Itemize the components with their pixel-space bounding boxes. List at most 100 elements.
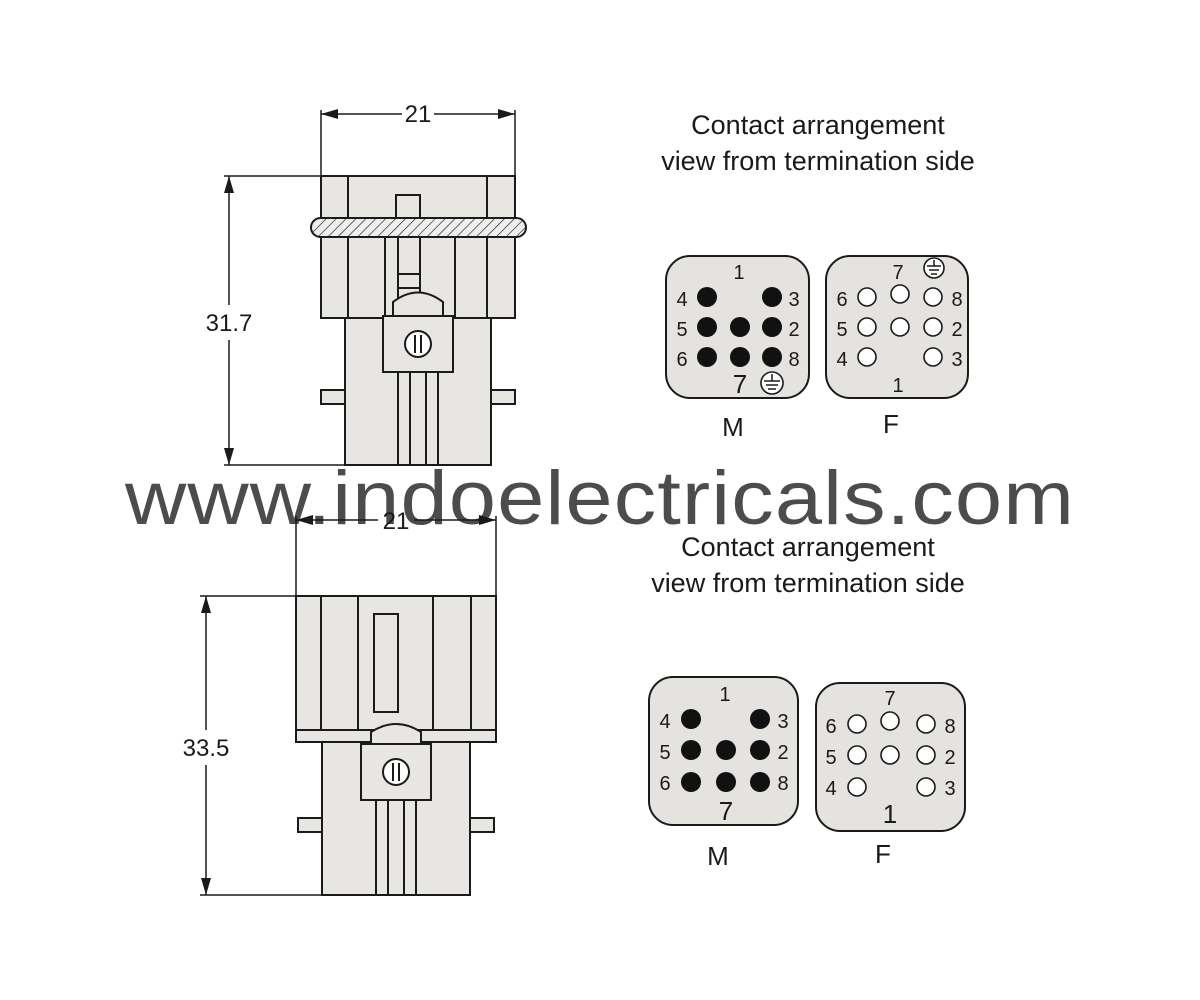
female-socket bbox=[923, 347, 943, 367]
pin-label: 8 bbox=[951, 289, 962, 311]
pin-label: 3 bbox=[777, 711, 788, 733]
male-pin bbox=[750, 709, 770, 729]
earth-ground-icon bbox=[923, 257, 945, 279]
pin-label: 1 bbox=[892, 375, 903, 397]
watermark-text: www.indoelectricals.com bbox=[124, 456, 1075, 541]
pin-label: 1 bbox=[883, 799, 897, 829]
top-female-label: F bbox=[883, 409, 899, 439]
female-socket bbox=[916, 745, 936, 765]
top-right-tab bbox=[490, 389, 516, 405]
pin-label: 6 bbox=[676, 349, 687, 371]
female-socket bbox=[857, 347, 877, 367]
top-left-tab bbox=[320, 389, 346, 405]
top-height-label: 31.7 bbox=[206, 310, 253, 337]
male-pin bbox=[697, 347, 717, 367]
female-socket bbox=[923, 287, 943, 307]
male-pin bbox=[716, 772, 736, 792]
top-height-dimension: 31.7 bbox=[206, 175, 345, 466]
female-socket bbox=[857, 287, 877, 307]
female-socket bbox=[916, 777, 936, 797]
pin-label: 2 bbox=[788, 319, 799, 341]
top-contact-arrangement: Contact arrangement view from terminatio… bbox=[661, 110, 975, 442]
top-caption-line1: Contact arrangement bbox=[691, 110, 945, 140]
male-pin bbox=[697, 287, 717, 307]
bottom-male-face: 1 4 5 6 3 2 8 7 M bbox=[648, 676, 799, 871]
pin-label: 6 bbox=[659, 773, 670, 795]
male-pin bbox=[762, 287, 782, 307]
pin-label: 8 bbox=[777, 773, 788, 795]
bottom-contact-arrangement: Contact arrangement view from terminatio… bbox=[648, 532, 966, 871]
top-width-label: 21 bbox=[405, 101, 432, 128]
male-pin bbox=[681, 772, 701, 792]
bottom-left-tab bbox=[297, 817, 323, 833]
pin-label: 7 bbox=[884, 688, 895, 710]
pin-label: 7 bbox=[892, 262, 903, 284]
bottom-width-dimension: 21 bbox=[295, 508, 497, 596]
pin-label: 2 bbox=[777, 742, 788, 764]
pin-label: 4 bbox=[676, 289, 687, 311]
male-pin bbox=[716, 740, 736, 760]
top-connector-view: 21 31.7 bbox=[206, 101, 527, 466]
male-pin bbox=[681, 740, 701, 760]
pin-label: 4 bbox=[659, 711, 670, 733]
pin-label: 3 bbox=[944, 778, 955, 800]
pin-label: 8 bbox=[944, 716, 955, 738]
bottom-latch-window bbox=[373, 613, 399, 713]
female-socket bbox=[923, 317, 943, 337]
bottom-right-tab bbox=[469, 817, 495, 833]
pin-label: 2 bbox=[951, 319, 962, 341]
pin-label: 6 bbox=[836, 289, 847, 311]
bottom-female-label: F bbox=[875, 839, 891, 869]
pin-label: 3 bbox=[788, 289, 799, 311]
pin-label: 7 bbox=[733, 369, 747, 399]
female-socket bbox=[880, 745, 900, 765]
male-pin bbox=[762, 347, 782, 367]
female-socket bbox=[847, 777, 867, 797]
female-socket bbox=[847, 714, 867, 734]
pin-label: 1 bbox=[719, 684, 730, 706]
bottom-male-label: M bbox=[707, 841, 729, 871]
female-socket bbox=[890, 284, 910, 304]
male-pin bbox=[730, 347, 750, 367]
female-socket bbox=[880, 711, 900, 731]
bottom-height-label: 33.5 bbox=[183, 735, 230, 762]
male-pin bbox=[730, 317, 750, 337]
top-caption-line2: view from termination side bbox=[661, 146, 975, 176]
pin-label: 3 bbox=[951, 349, 962, 371]
top-clamp-cap bbox=[392, 291, 444, 317]
pin-label: 6 bbox=[825, 716, 836, 738]
bottom-height-dimension: 33.5 bbox=[183, 595, 322, 896]
pin-label: 5 bbox=[676, 319, 687, 341]
top-cable bbox=[397, 371, 439, 466]
bottom-width-label: 21 bbox=[383, 508, 410, 535]
bottom-caption-line2: view from termination side bbox=[651, 568, 965, 598]
top-latch-notch bbox=[397, 273, 421, 289]
bottom-cable bbox=[375, 799, 417, 896]
pin-label: 4 bbox=[825, 778, 836, 800]
pin-label: 8 bbox=[788, 349, 799, 371]
bottom-clamp-screw-icon bbox=[382, 758, 410, 786]
top-clamp-screw-icon bbox=[404, 330, 432, 358]
pin-label: 4 bbox=[836, 349, 847, 371]
bottom-caption-line1: Contact arrangement bbox=[681, 532, 935, 562]
top-male-face: 1 4 5 6 3 2 8 7 M bbox=[665, 255, 810, 442]
female-socket bbox=[847, 745, 867, 765]
pin-label: 5 bbox=[825, 747, 836, 769]
top-male-label: M bbox=[722, 412, 744, 442]
earth-ground-icon bbox=[760, 371, 784, 395]
female-socket bbox=[916, 714, 936, 734]
pin-label: 7 bbox=[719, 796, 733, 826]
pin-label: 5 bbox=[659, 742, 670, 764]
pin-label: 5 bbox=[836, 319, 847, 341]
bottom-female-face: 7 6 5 4 8 2 3 1 F bbox=[815, 682, 966, 869]
top-female-face: 7 6 5 4 8 2 3 1 F bbox=[825, 255, 969, 439]
pin-label: 2 bbox=[944, 747, 955, 769]
bottom-connector-view: 21 33.5 bbox=[183, 508, 497, 896]
pin-label: 1 bbox=[733, 262, 744, 284]
female-socket bbox=[890, 317, 910, 337]
female-socket bbox=[857, 317, 877, 337]
top-seal-ring bbox=[310, 217, 527, 238]
male-pin bbox=[750, 740, 770, 760]
male-pin bbox=[750, 772, 770, 792]
